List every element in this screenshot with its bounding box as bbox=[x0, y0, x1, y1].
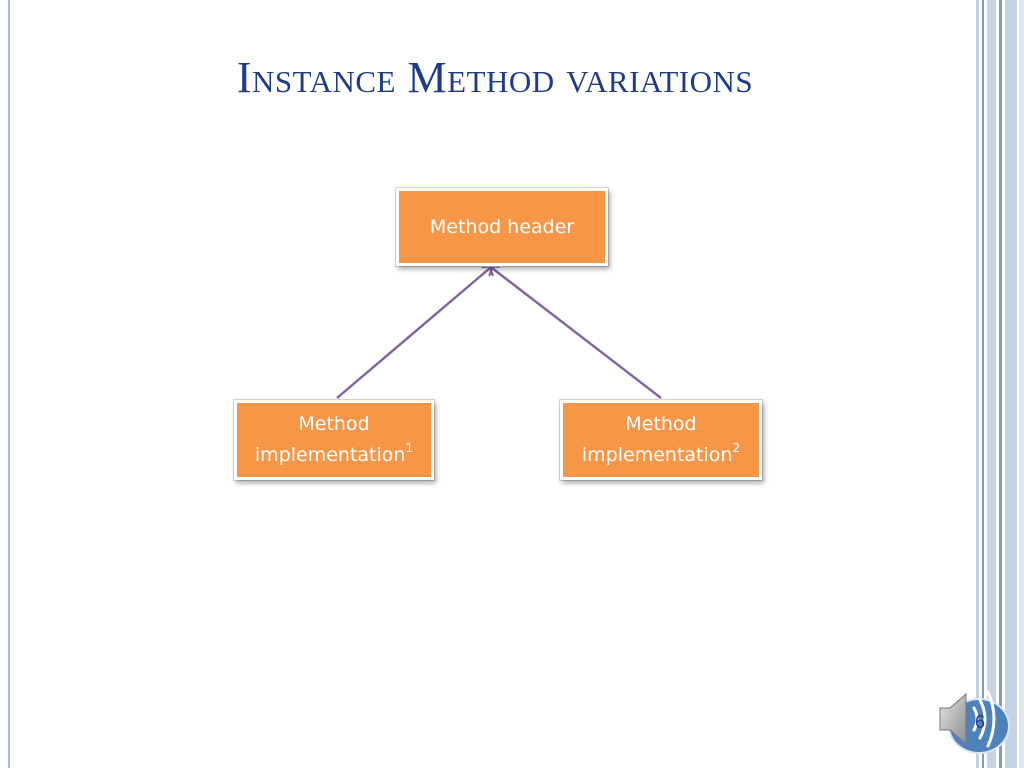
speaker-icon[interactable] bbox=[934, 684, 1014, 754]
page-number: 6 bbox=[975, 712, 986, 732]
node-label-line1: Method bbox=[298, 413, 370, 435]
stripe bbox=[999, 0, 1002, 768]
stripe bbox=[976, 0, 979, 768]
stripe bbox=[1019, 0, 1024, 768]
connector-impl1-to-header bbox=[336, 268, 490, 399]
left-border-rule bbox=[8, 0, 10, 768]
right-decorative-stripes bbox=[976, 0, 1024, 768]
stripe bbox=[987, 0, 996, 768]
node-label-superscript: 1 bbox=[405, 440, 414, 455]
node-label-line2: implementation bbox=[254, 444, 406, 466]
node-method-implementation-1: Method implementation1 bbox=[234, 400, 434, 480]
stripe bbox=[982, 0, 984, 768]
node-method-header: Method header bbox=[396, 188, 608, 266]
node-label-line2: implementation bbox=[581, 444, 733, 466]
node-label: Method header bbox=[429, 215, 575, 238]
node-label-superscript: 2 bbox=[732, 440, 741, 455]
stripe bbox=[1005, 0, 1017, 768]
connector-impl2-to-header bbox=[492, 268, 662, 399]
node-method-implementation-2: Method implementation2 bbox=[560, 400, 762, 480]
slide-title: Instance Method variations bbox=[236, 53, 754, 102]
node-label-line1: Method bbox=[625, 413, 697, 435]
